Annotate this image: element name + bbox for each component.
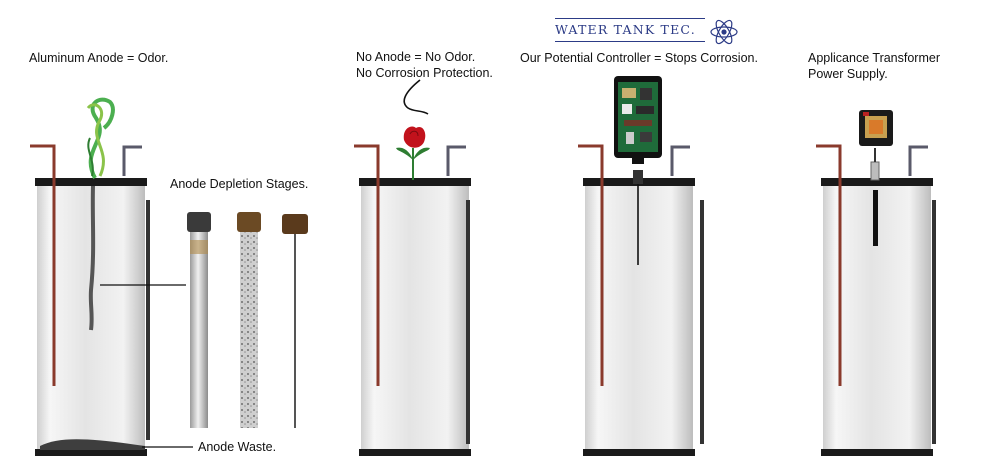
tank-no-anode <box>354 79 471 456</box>
tank-side-pipe <box>932 200 936 444</box>
hot-pipe <box>30 144 56 386</box>
tank-bottom-cap <box>35 449 147 456</box>
cold-pipe <box>670 145 690 176</box>
tank-bottom-cap <box>583 449 695 456</box>
caption-transformer-line1: Applicance Transformer <box>808 51 941 65</box>
tank-top-cap <box>821 178 933 186</box>
tank-potential-controller <box>578 76 704 456</box>
label-anode-waste: Anode Waste. <box>198 440 277 454</box>
tank-bottom-cap <box>821 449 933 456</box>
cold-pipe <box>122 145 142 176</box>
tank-side-pipe <box>466 200 470 444</box>
transformer-fitting <box>870 161 880 181</box>
tank-side-pipe <box>700 200 704 444</box>
caption-potential-controller: Our Potential Controller = Stops Corrosi… <box>520 51 758 65</box>
transformer-device <box>859 110 893 146</box>
atom-icon <box>710 19 738 45</box>
tank-transformer-supply <box>816 110 936 456</box>
hot-pipe <box>816 144 842 386</box>
cold-pipe <box>908 145 928 176</box>
tank-top-cap <box>359 178 471 186</box>
tank-top-cap <box>35 178 147 186</box>
hot-pipe <box>578 144 604 386</box>
label-depletion-stages: Anode Depletion Stages. <box>170 177 309 191</box>
logo-rule-top <box>555 18 705 19</box>
logo-text: WATER TANK TEC. <box>555 22 696 37</box>
brand-logo: WATER TANK TEC. <box>553 12 743 52</box>
anode-stage-depleted <box>282 214 308 428</box>
anode-waste-pile <box>40 439 145 450</box>
tank-aluminum-anode <box>30 97 193 456</box>
caption-no-anode-line1: No Anode = No Odor. <box>356 50 476 64</box>
cold-pipe <box>446 145 466 176</box>
transformer-rod <box>873 190 878 246</box>
nose-icon <box>403 79 429 115</box>
probe-fitting <box>633 170 643 184</box>
tank-bottom-cap <box>359 449 471 456</box>
rose-icon <box>396 126 430 180</box>
hot-pipe <box>354 144 380 386</box>
odor-fumes-icon <box>86 97 115 179</box>
controller-device <box>614 76 662 164</box>
anode-depletion-stages <box>187 212 308 428</box>
caption-no-anode-line2: No Corrosion Protection. <box>356 66 493 80</box>
logo-rule-bottom <box>555 41 705 42</box>
caption-transformer-line2: Power Supply. <box>808 67 888 81</box>
tank-side-pipe <box>146 200 150 440</box>
anode-stage-new <box>187 212 211 428</box>
caption-aluminum-anode: Aluminum Anode = Odor. <box>29 51 169 65</box>
anode-rod <box>88 185 96 331</box>
anode-stage-half <box>237 212 261 428</box>
